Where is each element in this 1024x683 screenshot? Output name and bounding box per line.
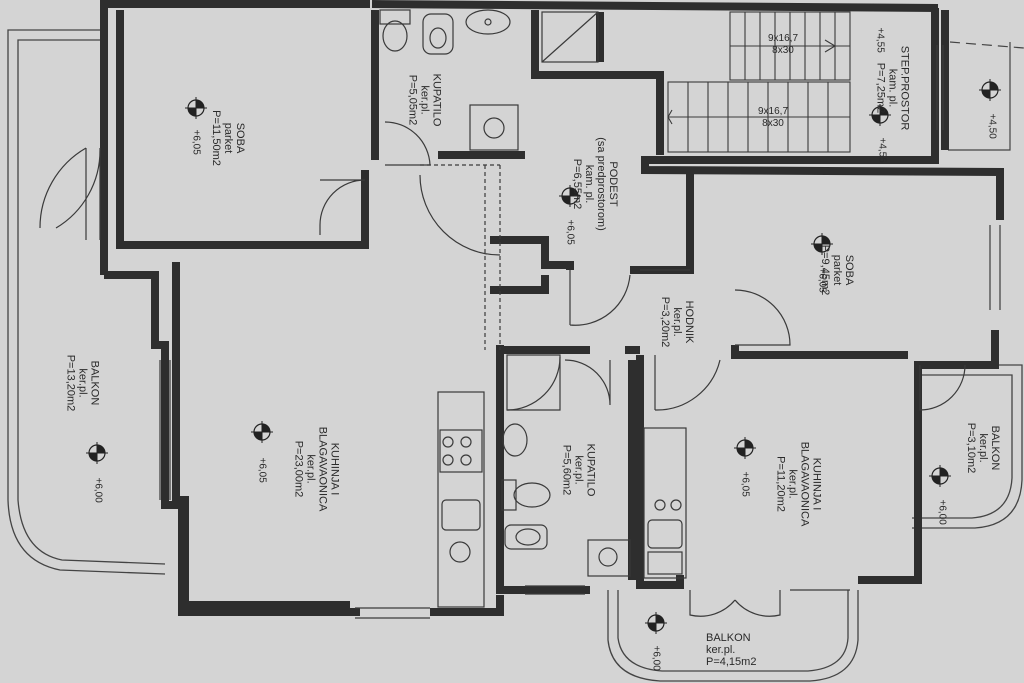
walls — [100, 0, 1004, 616]
window-lines — [159, 45, 1001, 619]
level-balkon-bottom: +6,00 — [650, 645, 662, 671]
stairs — [667, 11, 851, 153]
level-soba-2: +6,05 — [816, 267, 828, 293]
balcony-bottom-outline — [607, 590, 859, 682]
level-balkon-right: +6,00 — [936, 499, 948, 525]
level-soba-1: +6,05 — [190, 129, 202, 155]
level-kuhinja-2: +6,05 — [739, 471, 751, 497]
kitchen-fixtures — [437, 391, 687, 608]
level-kuhinja-1: +6,05 — [256, 457, 268, 483]
balcony-left-outline — [7, 29, 166, 575]
level-stepeniste-top: +4,55 — [874, 27, 886, 53]
level-stepeniste-lower: +4,55 — [876, 137, 888, 163]
level-outside: +4,50 — [986, 113, 998, 139]
bathroom-fixtures — [379, 9, 631, 577]
room-label-podest: PODEST(sa predprostorom)kam. pl.P=6,55m2 — [570, 137, 619, 231]
terrace-right-outline — [948, 41, 1024, 151]
balcony-right-outline — [912, 364, 1023, 529]
level-podest: +6,05 — [564, 219, 576, 245]
level-balkon-left: +6,00 — [92, 477, 104, 503]
door-swings — [39, 121, 966, 617]
